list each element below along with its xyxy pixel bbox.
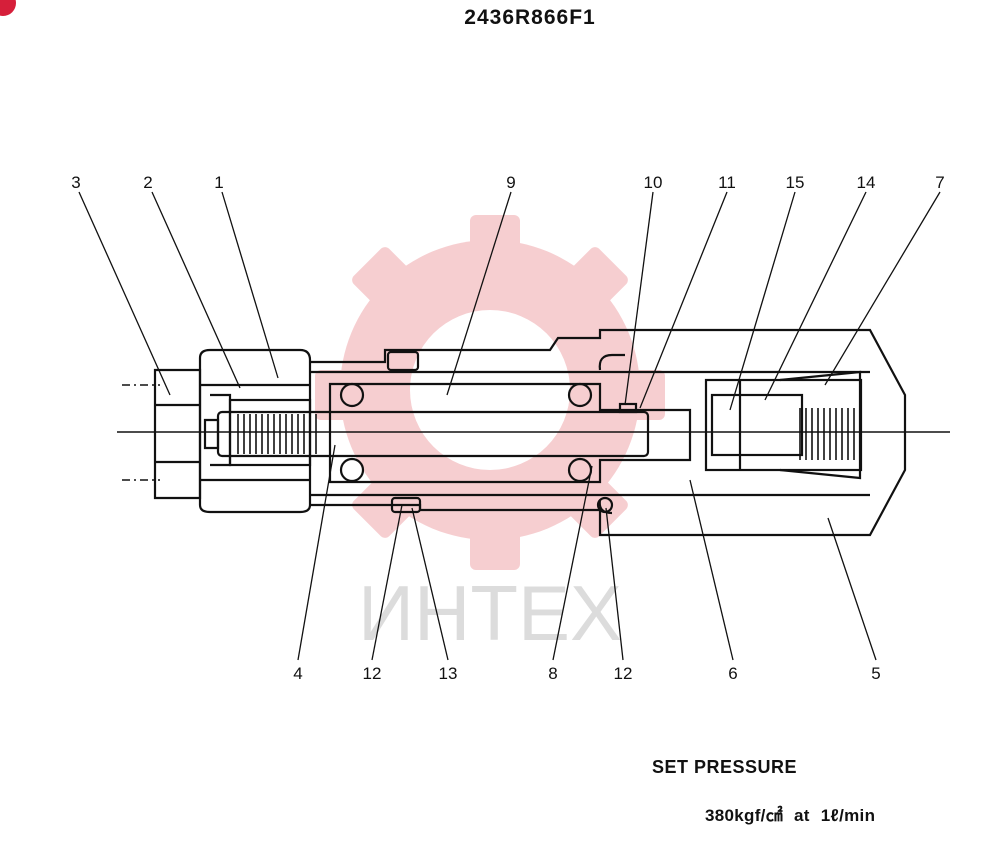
callout-label: 4 xyxy=(293,664,302,683)
callout-label: 3 xyxy=(71,173,80,192)
callout-label: 12 xyxy=(614,664,633,683)
callouts-top: 3 2 1 9 10 11 15 14 7 xyxy=(71,173,944,192)
watermark: ИНТЕХ xyxy=(315,215,665,657)
set-pressure-value: 380kgf/㎠ at 1ℓ/min xyxy=(705,806,876,825)
callout-label: 7 xyxy=(935,173,944,192)
callout-label: 8 xyxy=(548,664,557,683)
callout-label: 5 xyxy=(871,664,880,683)
callout-label: 15 xyxy=(786,173,805,192)
valve-body xyxy=(117,328,950,537)
leader-lines xyxy=(78,191,941,661)
set-pressure-label: SET PRESSURE xyxy=(652,757,798,777)
callout-label: 11 xyxy=(718,173,736,192)
watermark-text: ИНТЕХ xyxy=(358,569,622,657)
callout-label: 13 xyxy=(439,664,458,683)
callouts-bottom: 4 12 13 8 12 6 5 xyxy=(293,664,880,683)
corner-badge xyxy=(0,0,16,16)
callout-label: 10 xyxy=(644,173,663,192)
callout-label: 12 xyxy=(363,664,382,683)
callout-label: 14 xyxy=(857,173,876,192)
callout-label: 6 xyxy=(728,664,737,683)
callout-label: 1 xyxy=(214,173,223,192)
part-number: 2436R866F1 xyxy=(464,6,596,29)
callout-label: 9 xyxy=(506,173,515,192)
callout-label: 2 xyxy=(143,173,152,192)
